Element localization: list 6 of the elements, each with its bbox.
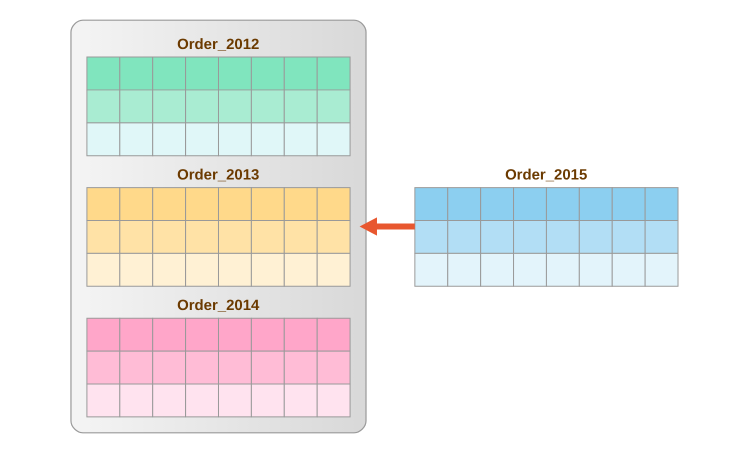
node-label: Order_2013	[177, 166, 260, 184]
cluster	[70, 20, 367, 434]
node-label: Order_2015	[505, 166, 588, 184]
arrow	[360, 217, 415, 236]
node-label: Order_2012	[177, 36, 260, 54]
node-label: Order_2014	[177, 297, 260, 314]
